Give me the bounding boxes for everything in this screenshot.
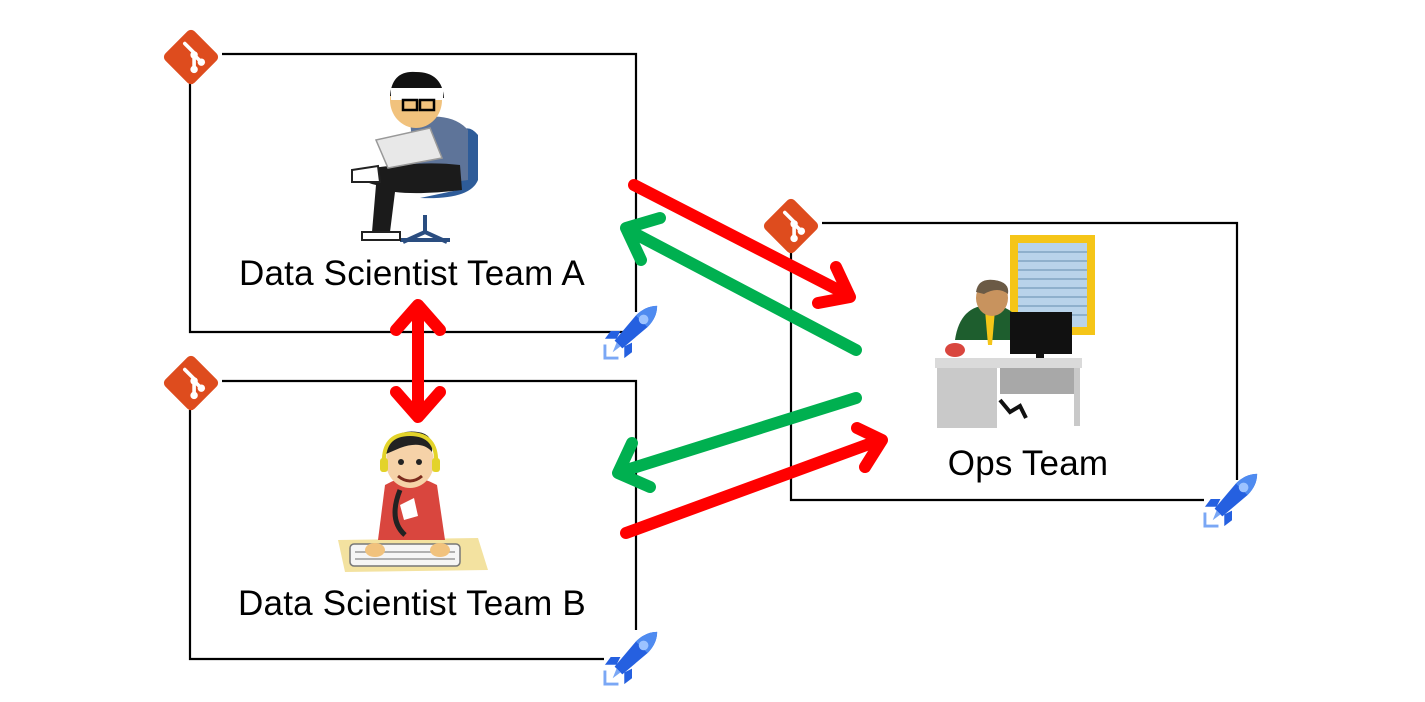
data-scientist-a-illustration [351,71,478,244]
data-scientist-b-illustration [338,431,488,572]
red-bidirectional-arrow [390,299,446,423]
red-arrow-b-to-ops [620,422,888,539]
red-arrow-a-to-ops [628,179,856,309]
git-icon [760,195,822,257]
green-arrow-ops-to-a [620,212,862,356]
ops-team-illustration [935,235,1095,428]
azure-pipelines-rocket-icon [603,630,659,686]
azure-pipelines-rocket-icon [603,304,659,360]
team-b-label: Data Scientist Team B [238,584,586,623]
green-arrow-ops-to-b [612,392,862,493]
git-icon [160,352,222,414]
team-b-box [188,379,638,661]
git-icon [160,26,222,88]
team-a-label: Data Scientist Team A [239,254,585,293]
azure-pipelines-rocket-icon [1203,472,1259,528]
ops-team-label: Ops Team [947,444,1109,483]
ops-team-box [789,221,1239,502]
